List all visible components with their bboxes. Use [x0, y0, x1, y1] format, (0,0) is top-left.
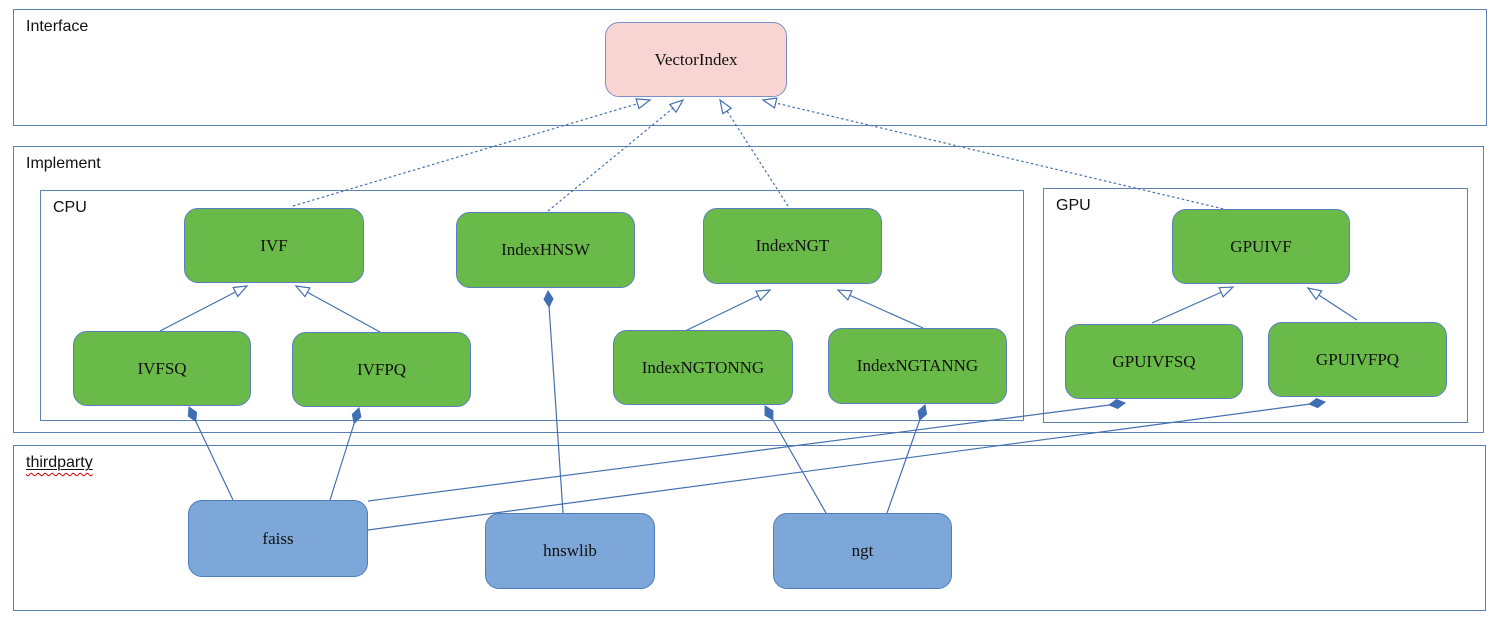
node-indexngtanng-label: IndexNGTANNG [856, 356, 979, 375]
edge-indexngt-vectorindex[interactable] [719, 98, 789, 207]
edge-ivf-vectorindex[interactable] [292, 98, 652, 207]
edge-faiss-ivfsq[interactable] [187, 406, 234, 501]
node-ngt[interactable]: ngt [773, 513, 952, 589]
edge-gpuivf-vectorindex[interactable] [761, 97, 1229, 211]
node-gpuivfpq-label: GPUIVFPQ [1315, 349, 1400, 369]
node-gpuivfsq[interactable]: GPUIVFSQ [1065, 324, 1243, 399]
container-gpu[interactable]: GPU [1043, 188, 1468, 423]
node-gpuivf[interactable]: GPUIVF [1172, 209, 1350, 284]
container-implement-label: Implement [26, 155, 101, 172]
edge-faiss-ivfpq[interactable] [329, 407, 362, 501]
node-ivfpq[interactable]: IVFPQ [292, 332, 471, 407]
edge-faiss-gpuivfsq[interactable] [367, 398, 1127, 502]
node-ivfsq[interactable]: IVFSQ [73, 331, 251, 406]
edge-ivfpq-ivf[interactable] [294, 285, 381, 333]
node-indexngtonng[interactable]: IndexNGTONNG [613, 330, 793, 405]
node-indexngtonng-label: IndexNGTONNG [641, 357, 765, 377]
edge-indexhnsw-vectorindex[interactable] [547, 98, 685, 212]
node-indexhnsw[interactable]: IndexHNSW [456, 212, 635, 288]
node-ivfpq-label: IVFPQ [356, 359, 407, 379]
edge-ivfsq-ivf[interactable] [159, 285, 249, 332]
node-faiss[interactable]: faiss [188, 500, 368, 577]
container-cpu[interactable]: CPU [40, 190, 1024, 421]
node-gpuivf-label: GPUIVF [1230, 236, 1292, 256]
node-hnswlib[interactable]: hnswlib [485, 513, 655, 589]
node-ivf[interactable]: IVF [184, 208, 364, 283]
container-thirdparty[interactable]: thirdparty [13, 445, 1486, 611]
node-indexhnsw-label: IndexHNSW [501, 240, 590, 259]
container-gpu-label: GPU [1056, 197, 1091, 214]
edge-gpuivfpq-gpuivf[interactable] [1306, 287, 1358, 321]
node-vectorindex-label: VectorIndex [654, 49, 738, 69]
node-vectorindex[interactable]: VectorIndex [605, 22, 787, 97]
edge-indexngtanng-indexngt[interactable] [836, 289, 924, 329]
node-gpuivfsq-label: GPUIVFSQ [1112, 351, 1196, 371]
node-gpuivfpq[interactable]: GPUIVFPQ [1268, 322, 1447, 397]
container-cpu-label: CPU [53, 199, 87, 216]
edge-ngt-indexngtonng[interactable] [764, 405, 827, 514]
container-interface-label: Interface [26, 18, 89, 35]
node-faiss-label: faiss [262, 528, 294, 548]
node-indexngt[interactable]: IndexNGT [703, 208, 882, 284]
edge-ngt-indexngtanng[interactable] [886, 404, 928, 514]
container-thirdparty-label: thirdparty [26, 454, 93, 472]
container-implement[interactable]: Implement [13, 146, 1484, 433]
node-ivfsq-label: IVFSQ [137, 358, 187, 378]
edge-hnswlib-indexhnsw[interactable] [543, 289, 564, 514]
node-ngt-label: ngt [851, 541, 874, 560]
edge-gpuivfsq-gpuivf[interactable] [1151, 286, 1235, 324]
node-hnswlib-label: hnswlib [543, 541, 597, 560]
edge-indexngtonng-indexngt[interactable] [682, 289, 772, 333]
container-thirdparty-label-text: thirdparty [26, 454, 93, 471]
node-indexngtanng[interactable]: IndexNGTANNG [828, 328, 1007, 404]
node-indexngt-label: IndexNGT [755, 236, 830, 255]
container-interface[interactable]: Interface [13, 9, 1487, 126]
edge-faiss-gpuivfpq[interactable] [367, 398, 1327, 531]
node-ivf-label: IVF [260, 235, 288, 255]
